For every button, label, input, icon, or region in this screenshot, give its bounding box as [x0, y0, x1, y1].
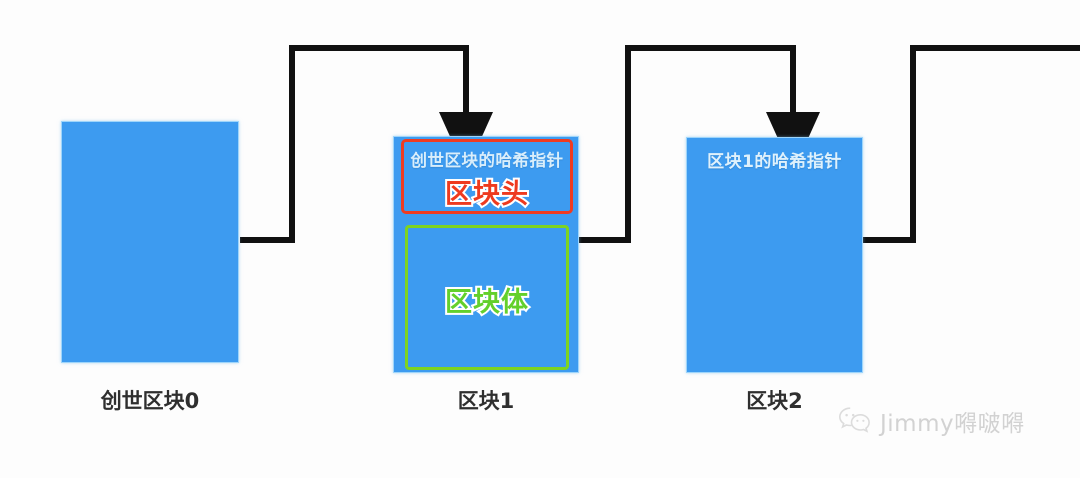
block-0-caption: 创世区块0: [100, 389, 200, 413]
block-1-hash-pointer-label: 创世区块的哈希指针: [410, 151, 564, 170]
block-1[interactable]: 创世区块的哈希指针 区块头 区块体: [393, 136, 579, 373]
block-body-title: 区块体: [443, 285, 530, 320]
block-body-region[interactable]: 区块体: [405, 225, 569, 370]
block-0[interactable]: [61, 121, 239, 363]
watermark-text: Jimmy嘚啵嘚: [880, 411, 1025, 437]
block-header-title: 区块头: [443, 177, 530, 212]
block-2[interactable]: 区块1的哈希指针: [686, 137, 863, 373]
connector-block2-to-next: [863, 45, 1080, 243]
block-2-caption: 区块2: [746, 389, 803, 413]
block-1-caption: 区块1: [457, 389, 515, 413]
block-header-region[interactable]: 创世区块的哈希指针 区块头: [401, 139, 573, 214]
wechat-icon: [838, 406, 872, 436]
block-2-hash-pointer-label: 区块1的哈希指针: [707, 152, 842, 172]
watermark: Jimmy嘚啵嘚: [838, 404, 1025, 438]
